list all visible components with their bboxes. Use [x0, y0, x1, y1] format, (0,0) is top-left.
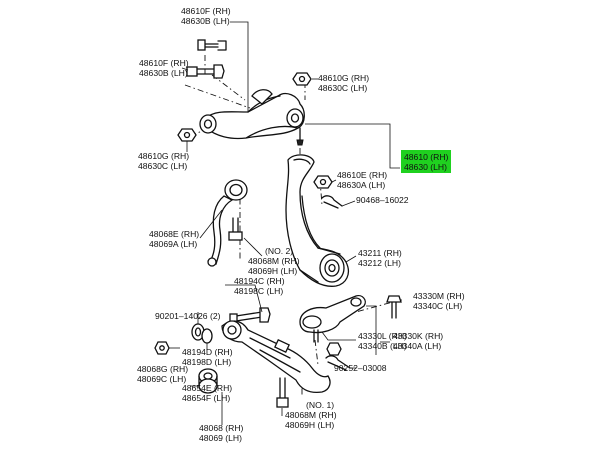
- label-43330l: 43330L (RH)43340B (LH): [358, 331, 407, 351]
- label-90468: 90468–16022: [356, 195, 409, 205]
- label-48194d: 48194D (RH)48198D (LH): [182, 347, 233, 367]
- label-90201: 90201–14026 (2): [155, 311, 221, 321]
- label-48194c: 48194C (RH)48198C (LH): [234, 276, 285, 296]
- label-48610-upper-arm: 48610 (RH)48630 (LH): [404, 152, 449, 172]
- label-48068: 48068 (RH)48069 (LH): [199, 423, 244, 443]
- cotter-pin-90252: [325, 355, 351, 371]
- label-48068m-no2: (NO. 2)48068M (RH)48069H (LH): [248, 246, 300, 276]
- nut-43330l: [326, 342, 342, 356]
- nut-48610g-left: [177, 128, 197, 142]
- label-48654e: 48654E (RH)48654F (LH): [182, 383, 232, 403]
- part-labels: 48610F (RH)48630B (LH) 48610F (RH)48630B…: [137, 6, 465, 443]
- bolt-43330m: [386, 295, 402, 319]
- upper-control-arm: [199, 89, 305, 146]
- nut-48068g: [154, 341, 170, 355]
- label-48610g-left: 48610G (RH)48630C (LH): [138, 151, 189, 171]
- bushing-48654e: [198, 368, 218, 394]
- label-43330k: 43330K (RH)43340A (LH): [393, 331, 443, 351]
- label-48610g-top: 48610G (RH)48630C (LH): [318, 73, 369, 93]
- label-48610f-mid: 48610F (RH)48630B (LH): [139, 58, 189, 78]
- nut-48610g-top: [292, 72, 312, 86]
- label-43211: 43211 (RH)43212 (LH): [358, 248, 402, 268]
- bolt-48068m-no2: [228, 217, 243, 241]
- bolt-48610f-top: [197, 39, 227, 51]
- label-48068e: 48068E (RH)48069A (LH): [149, 229, 199, 249]
- strut-link-48068e: [207, 179, 248, 267]
- leader-lines: [169, 21, 402, 425]
- washer-48194d: [201, 328, 213, 344]
- label-48068m-no1: (NO. 1)48068M (RH)48069H (LH): [285, 400, 337, 430]
- label-48610e: 48610E (RH)48630A (LH): [337, 170, 387, 190]
- label-48068g: 48068G (RH)48069C (LH): [137, 364, 188, 384]
- label-90252: 90252–03008: [334, 363, 387, 373]
- ball-joint-43330: [299, 294, 366, 343]
- nut-48610e: [313, 175, 333, 189]
- label-48610f-top: 48610F (RH)48630B (LH): [181, 6, 231, 26]
- bolt-48068m-no1: [276, 377, 289, 408]
- label-43330m: 43330M (RH)43340C (LH): [413, 291, 465, 311]
- cotter-pin-90468: [321, 195, 343, 209]
- highlight-48610: [401, 150, 451, 173]
- washer-90201: [191, 323, 205, 341]
- lower-control-arm: [221, 320, 331, 394]
- bolt-48194c: [229, 307, 271, 324]
- bolt-48610f-mid: [186, 64, 225, 79]
